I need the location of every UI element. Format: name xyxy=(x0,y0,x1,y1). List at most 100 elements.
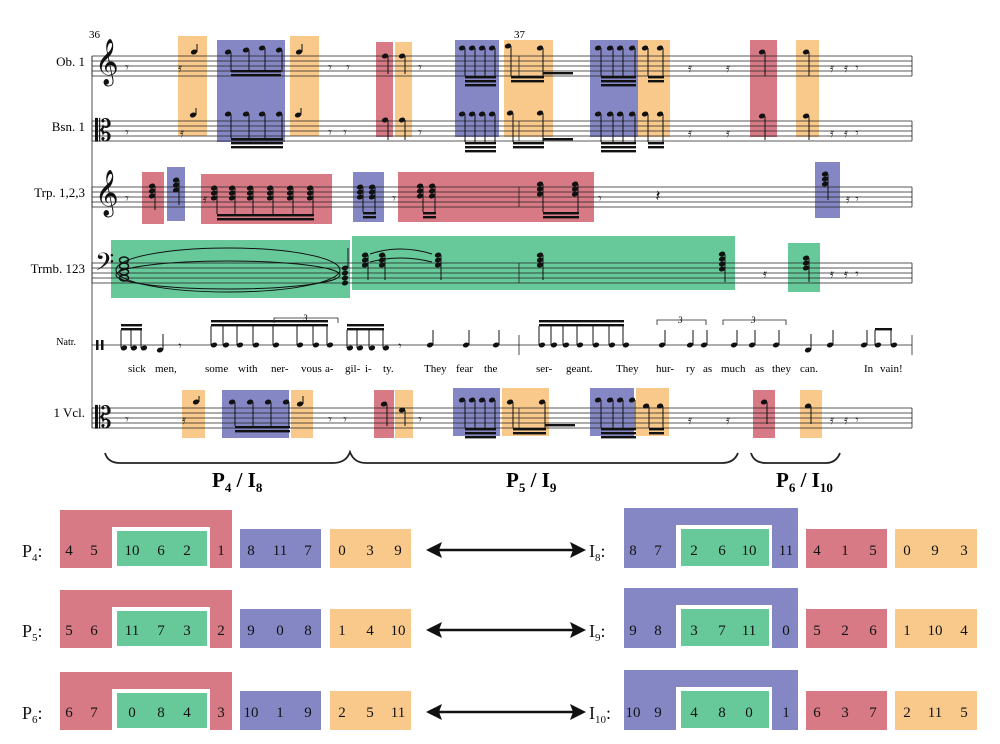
notehead xyxy=(346,345,354,351)
lyrics-line: sick men, some with ner- vous a- gil- i-… xyxy=(128,363,903,375)
row-number: 11 xyxy=(273,543,287,559)
row-number: 9 xyxy=(629,623,637,639)
notehead xyxy=(368,345,376,351)
notehead xyxy=(576,342,584,348)
row-number: 7 xyxy=(157,623,165,639)
notehead xyxy=(356,194,364,200)
notehead xyxy=(434,252,442,258)
row-number: 7 xyxy=(654,543,662,559)
notehead xyxy=(272,342,280,348)
beam xyxy=(465,142,496,145)
notehead xyxy=(416,183,424,189)
lyric-syllable: They xyxy=(424,363,447,375)
lyric-syllable: men, xyxy=(155,363,177,375)
row-number: 2 xyxy=(338,705,346,721)
row-number: 4 xyxy=(960,623,968,639)
notehead xyxy=(275,47,283,53)
rest-icon: 𝄿 xyxy=(846,192,850,207)
row-number: 9 xyxy=(304,705,312,721)
highlight-orange xyxy=(290,36,319,136)
tuplet-number: 3 xyxy=(302,313,308,323)
beam xyxy=(513,432,546,435)
rest-icon: 𝄾 xyxy=(328,125,332,141)
beam xyxy=(465,150,496,153)
p-blue-box xyxy=(240,529,321,568)
notehead xyxy=(718,256,726,262)
notehead xyxy=(286,190,294,196)
notehead xyxy=(266,195,274,201)
notehead xyxy=(434,262,442,268)
rest-icon: 𝄾 xyxy=(855,267,859,282)
arrow-head-right-icon xyxy=(570,704,586,720)
notehead xyxy=(536,186,544,192)
row-number: 3 xyxy=(690,623,698,639)
beam xyxy=(231,142,283,145)
row-name: P4: xyxy=(22,541,43,564)
lyric-syllable: as xyxy=(755,363,764,375)
instrument-label-trumpets: Trp. 1,2,3 xyxy=(34,185,85,200)
notehead xyxy=(608,342,616,348)
notehead xyxy=(398,407,406,413)
beam xyxy=(649,432,664,435)
notehead xyxy=(224,49,232,55)
highlight-orange xyxy=(638,40,670,137)
i-red-box xyxy=(806,691,887,730)
rest-icon: 𝄾 xyxy=(328,412,332,428)
notehead xyxy=(772,342,780,348)
row-number: 9 xyxy=(394,543,402,559)
beam xyxy=(601,80,636,83)
lyric-syllable: sick xyxy=(128,363,146,375)
notehead xyxy=(266,190,274,196)
notehead xyxy=(242,111,250,117)
notehead xyxy=(622,342,630,348)
notehead xyxy=(536,262,544,268)
notehead xyxy=(434,257,442,263)
beam xyxy=(235,426,290,429)
staves-layer xyxy=(91,55,913,429)
row-name: I9: xyxy=(589,621,606,644)
row-number: 1 xyxy=(841,543,849,559)
row-number: 5 xyxy=(869,543,877,559)
row-number: 5 xyxy=(960,705,968,721)
row-number: 4 xyxy=(813,543,821,559)
notehead xyxy=(236,342,244,348)
notehead xyxy=(468,111,476,117)
notehead xyxy=(210,190,218,196)
beam xyxy=(513,146,544,149)
p-green-box xyxy=(117,611,207,646)
beam xyxy=(648,76,664,79)
rest-icon: 𝄾 xyxy=(178,339,181,353)
bracket-label-p4-i8: P4 / I8 xyxy=(212,468,263,495)
notehead xyxy=(802,49,810,55)
beam xyxy=(231,74,281,77)
rest-icon: 𝄾 xyxy=(328,60,332,76)
row-number: 10 xyxy=(125,543,140,559)
notehead xyxy=(492,342,500,348)
notehead xyxy=(826,342,834,348)
notehead xyxy=(228,195,236,201)
notehead xyxy=(488,111,496,117)
beam xyxy=(648,80,664,83)
notehead xyxy=(748,342,756,348)
row-number: 1 xyxy=(276,705,284,721)
beam xyxy=(465,76,496,79)
notehead xyxy=(536,181,544,187)
notehead xyxy=(571,191,579,197)
notehead xyxy=(295,49,303,55)
beam xyxy=(235,430,290,433)
p-orange-box xyxy=(330,609,411,648)
notehead xyxy=(718,261,726,267)
row-number: 4 xyxy=(65,543,73,559)
notehead xyxy=(628,45,636,51)
beam xyxy=(465,436,496,439)
rest-icon: 𝄿 xyxy=(844,413,848,428)
row-number: 7 xyxy=(718,623,726,639)
rest-icon: 𝄿 xyxy=(726,126,730,141)
row-number: 3 xyxy=(366,543,374,559)
highlight-red xyxy=(753,390,775,438)
row-number: 11 xyxy=(125,623,139,639)
row-number: 6 xyxy=(813,705,821,721)
lyric-syllable: They xyxy=(616,363,639,375)
notehead xyxy=(228,399,236,405)
